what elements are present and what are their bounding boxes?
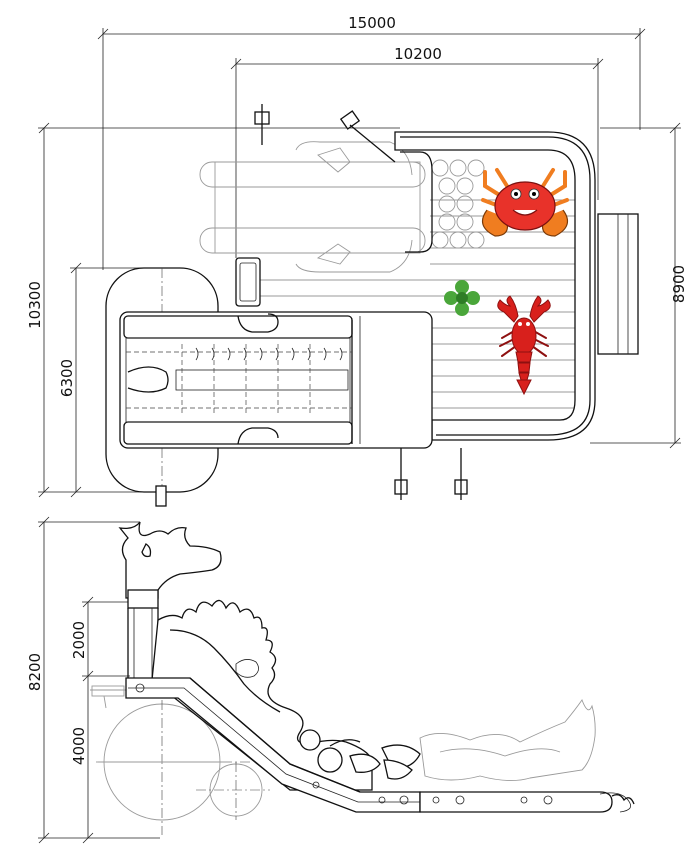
ghost-dragon-tail bbox=[419, 699, 596, 781]
dim-label-8900: 8900 bbox=[670, 265, 688, 303]
dimension-8900: 8900 bbox=[590, 122, 688, 449]
dragon-head-tower bbox=[118, 521, 222, 678]
dim-label-6300: 6300 bbox=[58, 359, 76, 397]
ghost-scallops bbox=[431, 159, 485, 249]
lobster-left-claw bbox=[497, 295, 519, 323]
side-elevation-view bbox=[90, 521, 635, 835]
slide-ramp bbox=[125, 677, 635, 813]
crab-icon bbox=[481, 168, 569, 237]
crab-legs bbox=[481, 168, 569, 208]
dim-label-10300: 10300 bbox=[26, 281, 44, 329]
dim-label-15000: 15000 bbox=[348, 14, 396, 32]
dim-label-2000: 2000 bbox=[70, 621, 88, 659]
slide-bay bbox=[119, 311, 433, 449]
dim-label-4000: 4000 bbox=[70, 727, 88, 765]
corner-pillar bbox=[235, 257, 261, 307]
u-frame-outer bbox=[394, 131, 596, 441]
upper-pool-wall bbox=[400, 151, 433, 253]
lobster-icon bbox=[497, 295, 551, 396]
ghost-slide-upper bbox=[199, 141, 485, 273]
dim-label-8200: 8200 bbox=[26, 653, 44, 691]
dim-label-10200: 10200 bbox=[394, 45, 442, 63]
flower-icon bbox=[444, 280, 480, 316]
lobster-right-claw bbox=[529, 295, 551, 323]
dimension-8200: 8200 bbox=[26, 516, 160, 844]
entrance-steps bbox=[597, 213, 639, 355]
plan-view bbox=[105, 104, 639, 507]
u-frame-inner-line bbox=[400, 136, 591, 436]
anchor-pegs bbox=[155, 104, 468, 507]
dimension-15000: 15000 bbox=[97, 14, 646, 270]
dragon-head bbox=[118, 521, 222, 599]
dimension-10200: 10200 bbox=[230, 45, 604, 258]
dimension-2000: 2000 bbox=[70, 596, 130, 682]
dimension-4000: 4000 bbox=[70, 675, 130, 844]
